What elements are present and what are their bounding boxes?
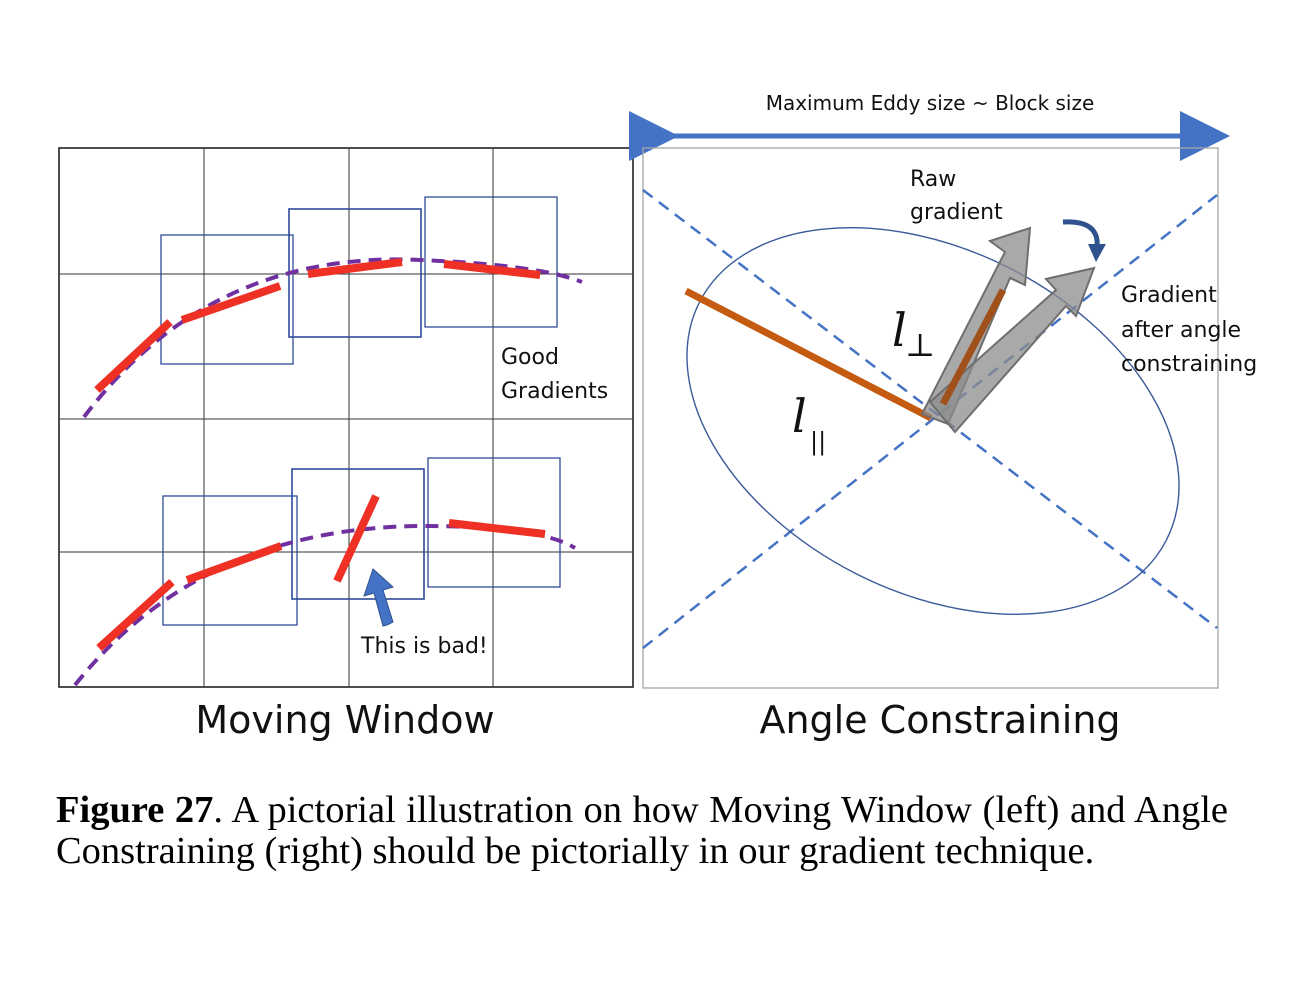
gradient-segment bbox=[94, 319, 173, 393]
caption-text: . A pictorial illustration on how Moving… bbox=[56, 789, 1228, 872]
moving-window-panel: Good Gradients This is bad! bbox=[58, 147, 634, 688]
gradient-segment bbox=[96, 579, 175, 651]
good-gradients-label-line2: Gradients bbox=[501, 379, 608, 404]
gradient-segment bbox=[307, 258, 403, 278]
raw-gradient-label-line2: gradient bbox=[910, 200, 1003, 225]
figure-label: Figure 27 bbox=[56, 789, 214, 831]
bottom-row-windows bbox=[162, 457, 561, 626]
constrained-gradient-arrow bbox=[928, 266, 1096, 434]
eddy-size-label: Maximum Eddy size ~ Block size bbox=[766, 91, 1095, 115]
window-box bbox=[160, 234, 294, 365]
bad-gradient-segment bbox=[333, 494, 380, 583]
constrained-label-line2: after angle bbox=[1121, 318, 1241, 343]
gradient-segment bbox=[448, 519, 546, 538]
window-box bbox=[427, 457, 561, 588]
l-parallel-subscript: || bbox=[810, 428, 826, 457]
angle-constraining-panel: Maximum Eddy size ~ Block size Raw gradi… bbox=[629, 91, 1257, 689]
gradient-segment bbox=[185, 542, 283, 584]
l-parallel-symbol: l bbox=[792, 389, 807, 443]
moving-window-title: Moving Window bbox=[195, 698, 494, 742]
good-gradients-label-line1: Good bbox=[501, 345, 559, 370]
l-parallel-bar bbox=[684, 287, 933, 422]
rotation-arrowhead bbox=[1088, 244, 1106, 262]
top-row-gradients bbox=[94, 258, 541, 393]
rotation-curved-arrow bbox=[1062, 219, 1100, 249]
eddy-ellipse bbox=[686, 227, 1180, 615]
figure-caption: Figure 27. A pictorial illustration on h… bbox=[56, 790, 1228, 872]
bad-gradient-label: This is bad! bbox=[360, 634, 488, 659]
window-box bbox=[291, 468, 425, 600]
bottom-row-gradients bbox=[96, 494, 546, 651]
constrained-label-line3: constraining bbox=[1121, 352, 1257, 377]
bad-gradient-arrow bbox=[363, 568, 394, 627]
gradient-segment bbox=[180, 282, 282, 324]
l-perp-label: l ⊥ bbox=[892, 303, 935, 364]
window-box bbox=[424, 196, 558, 328]
raw-gradient-label-line1: Raw bbox=[910, 167, 956, 192]
angle-constraining-frame bbox=[642, 147, 1219, 689]
gradient-segment bbox=[443, 260, 541, 279]
top-row-windows bbox=[160, 196, 558, 365]
angle-constraining-title: Angle Constraining bbox=[759, 698, 1120, 742]
l-perp-bar bbox=[939, 288, 1007, 406]
l-perp-subscript: ⊥ bbox=[905, 326, 935, 364]
window-box bbox=[162, 495, 298, 626]
constrained-label-line1: Gradient bbox=[1121, 283, 1217, 308]
moving-window-frame bbox=[58, 147, 634, 688]
diagonal-up bbox=[642, 194, 1218, 649]
l-parallel-label: l || bbox=[792, 389, 826, 457]
l-perp-symbol: l bbox=[892, 303, 907, 357]
